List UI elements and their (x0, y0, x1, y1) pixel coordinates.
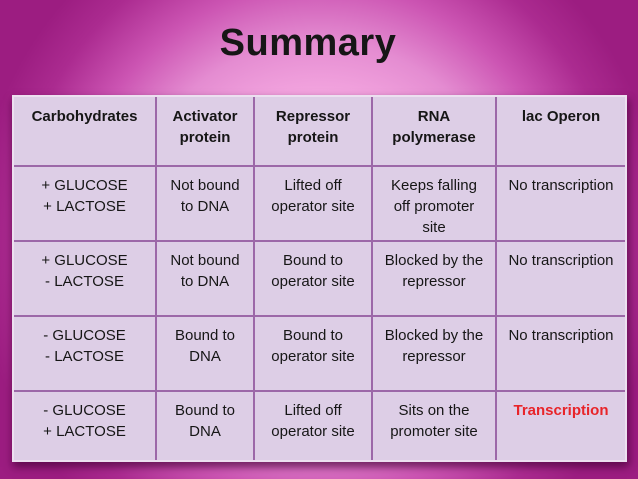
table-cell: + GLUCOSE - LACTOSE (14, 242, 155, 315)
summary-table: Carbohydrates Activator protein Represso… (12, 95, 627, 462)
table-cell: Keeps falling off promoter site (373, 167, 495, 240)
header-cell-lac-operon: lac Operon (497, 97, 625, 165)
table-cell: Bound to operator site (255, 317, 371, 390)
table-cell: No transcription (497, 317, 625, 390)
header-cell-repressor-protein: Repressor protein (255, 97, 371, 165)
header-cell-activator-protein: Activator protein (157, 97, 253, 165)
table-cell: Bound to DNA (157, 392, 253, 460)
header-cell-rna-polymerase: RNA polymerase (373, 97, 495, 165)
table-cell: Blocked by the repressor (373, 317, 495, 390)
table-cell: Blocked by the repressor (373, 242, 495, 315)
table-cell: Not bound to DNA (157, 167, 253, 240)
table-cell: Lifted off operator site (255, 167, 371, 240)
slide-title: Summary (219, 22, 397, 64)
table-cell: Bound to DNA (157, 317, 253, 390)
table-cell: Not bound to DNA (157, 242, 253, 315)
table-cell: + GLUCOSE + LACTOSE (14, 167, 155, 240)
header-cell-carbohydrates: Carbohydrates (14, 97, 155, 165)
table-cell: Lifted off operator site (255, 392, 371, 460)
table-cell: - GLUCOSE - LACTOSE (14, 317, 155, 390)
table-cell: No transcription (497, 167, 625, 240)
table-cell: No transcription (497, 242, 625, 315)
table-cell: Sits on the promoter site (373, 392, 495, 460)
table-cell: Transcription (497, 392, 625, 460)
table-cell: - GLUCOSE + LACTOSE (14, 392, 155, 460)
table-cell: Bound to operator site (255, 242, 371, 315)
